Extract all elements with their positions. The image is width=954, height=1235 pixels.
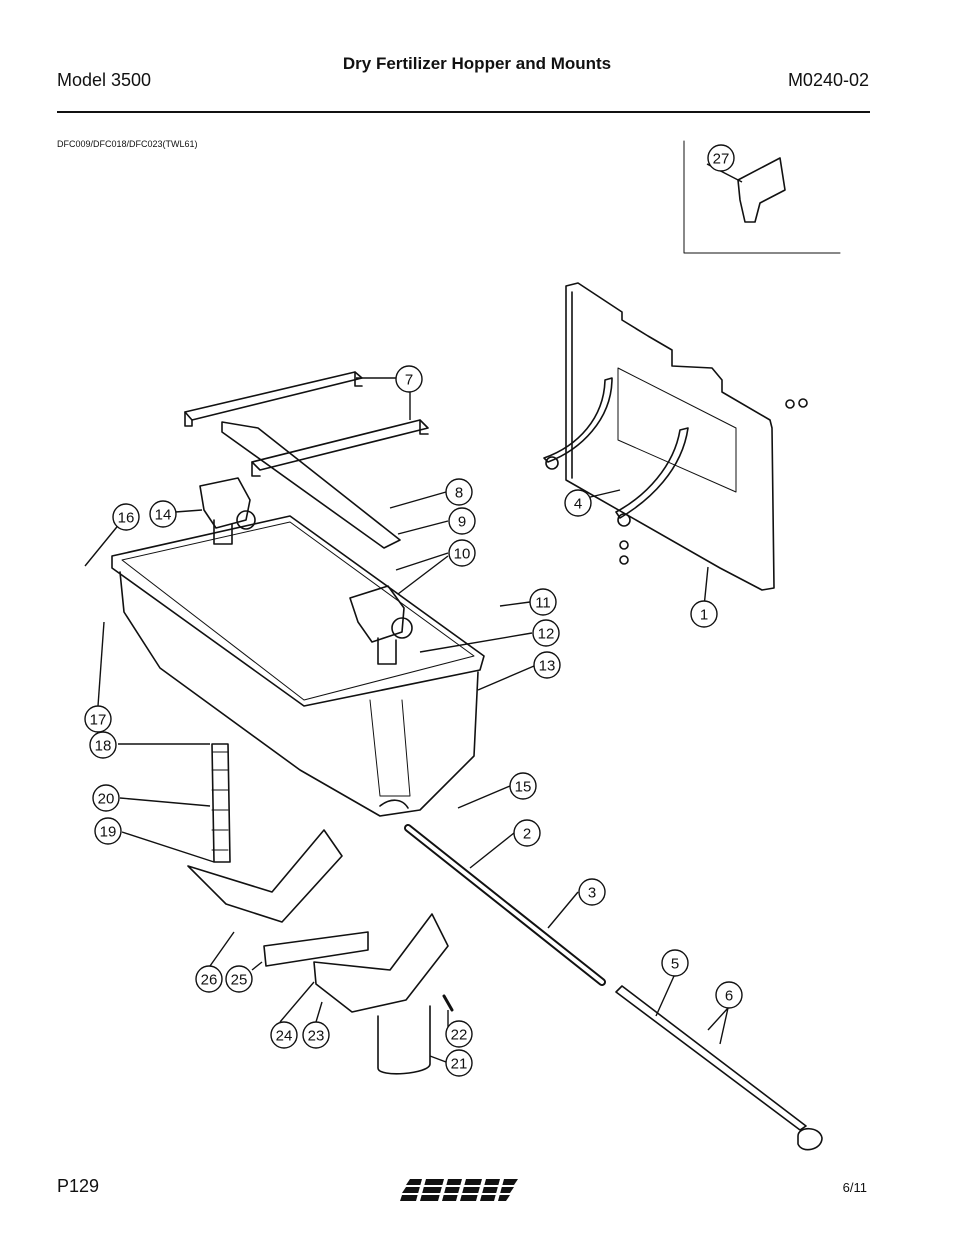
u-bolt [377, 1005, 431, 1075]
deflector-plate [221, 421, 401, 549]
bracket-27 [737, 157, 786, 223]
page-title: Dry Fertilizer Hopper and Mounts [342, 54, 612, 73]
callout-label-9: 9 [458, 514, 466, 531]
spring-arm-right [615, 427, 689, 519]
callout-5 [661, 949, 689, 977]
callout-label-19: 19 [100, 824, 117, 841]
callout-16 [112, 503, 140, 531]
callout-23 [302, 1021, 330, 1049]
callout-label-5: 5 [671, 956, 679, 973]
callout-label-11: 11 [535, 595, 551, 612]
support-bar-upper [184, 371, 363, 421]
callout-label-23: 23 [308, 1028, 325, 1045]
callout-20 [92, 784, 120, 812]
callout-label-17: 17 [90, 712, 107, 729]
callout-label-21: 21 [451, 1056, 468, 1073]
meter-box-left [199, 477, 251, 529]
callout-7 [395, 365, 423, 393]
callout-25 [225, 965, 253, 993]
revision-date: 6/11 [842, 1180, 867, 1195]
callout-label-4: 4 [574, 496, 582, 513]
callout-label-15: 15 [515, 779, 532, 796]
bracket-lower [263, 931, 369, 967]
callout-label-26: 26 [201, 972, 218, 989]
support-bar-lower [251, 419, 429, 471]
callout-13 [533, 651, 561, 679]
bracket-upper [187, 829, 343, 923]
callout-label-3: 3 [588, 885, 596, 902]
callout-15 [509, 772, 537, 800]
callout-10 [448, 539, 476, 567]
callout-11 [529, 588, 557, 616]
kinze-logo [400, 1179, 518, 1201]
callout-6 [715, 981, 743, 1009]
callout-2 [513, 819, 541, 847]
callout-19 [94, 817, 122, 845]
document-number: M0240-02 [787, 70, 869, 90]
callout-1 [690, 600, 718, 628]
callout-21 [445, 1049, 473, 1077]
callout-17 [84, 705, 112, 733]
callout-label-7: 7 [405, 372, 413, 389]
callout-label-25: 25 [231, 972, 248, 989]
callout-18 [89, 731, 117, 759]
drive-shaft [615, 985, 807, 1131]
callout-label-18: 18 [95, 738, 112, 755]
callout-14 [149, 500, 177, 528]
callout-label-6: 6 [725, 988, 733, 1005]
bracket-mount [313, 913, 449, 1013]
model-label: Model 3500 [57, 70, 152, 90]
callouts [84, 163, 743, 1063]
callout-27 [707, 144, 735, 172]
spring-arm-left [543, 377, 613, 463]
callout-label-24: 24 [276, 1028, 293, 1045]
inset-frame [683, 140, 841, 254]
callout-label-8: 8 [455, 485, 463, 502]
callout-label-27: 27 [713, 151, 730, 168]
callout-8 [445, 478, 473, 506]
callout-3 [578, 878, 606, 906]
hopper-rim [111, 515, 485, 707]
plate-window [617, 367, 737, 493]
callout-label-2: 2 [523, 826, 531, 843]
callout-label-1: 1 [700, 607, 708, 624]
callout-label-22: 22 [451, 1027, 468, 1044]
callout-label-20: 20 [98, 791, 115, 808]
figure-reference: DFC009/DFC018/DFC023(TWL61) [57, 139, 198, 149]
callout-label-13: 13 [539, 658, 556, 675]
header-rule [57, 111, 870, 113]
callout-4 [564, 489, 592, 517]
callout-label-10: 10 [454, 546, 471, 563]
meter-box-right [349, 585, 405, 643]
callout-12 [532, 619, 560, 647]
callout-label-12: 12 [538, 626, 555, 643]
callout-22 [445, 1020, 473, 1048]
callout-label-14: 14 [155, 507, 172, 524]
callout-9 [448, 507, 476, 535]
callout-label-16: 16 [118, 510, 135, 527]
mounting-plate [565, 282, 775, 591]
callout-24 [270, 1021, 298, 1049]
hopper-body [119, 571, 479, 817]
fertilizer-hose [211, 743, 231, 863]
page-number: P129 [57, 1176, 100, 1196]
callout-26 [195, 965, 223, 993]
shaft-bushing [797, 1127, 823, 1151]
